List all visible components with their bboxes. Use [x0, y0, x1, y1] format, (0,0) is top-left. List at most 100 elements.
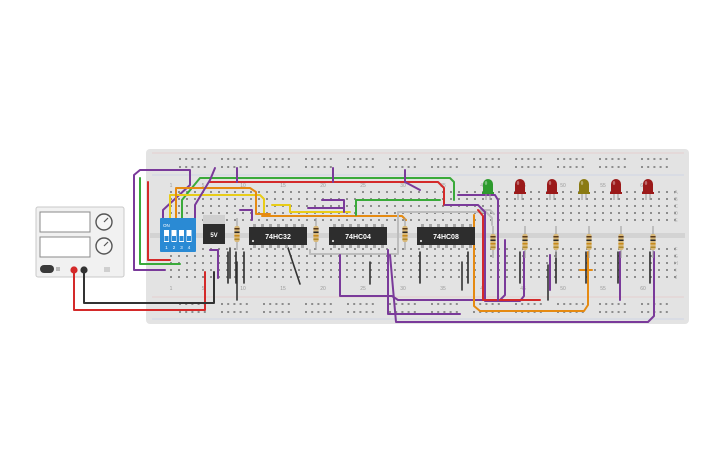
rail-hole — [311, 166, 314, 168]
hole — [234, 276, 236, 278]
hole — [642, 276, 644, 278]
wire-purple-mid2 — [321, 199, 345, 213]
voltage-display — [39, 211, 91, 233]
rail-hole — [437, 311, 440, 313]
hole — [378, 191, 380, 193]
led-highlight — [548, 181, 552, 185]
power-button[interactable] — [40, 265, 54, 273]
rail-hole — [449, 158, 452, 160]
hole — [618, 219, 620, 221]
rail-hole — [485, 303, 488, 305]
hole — [578, 198, 580, 200]
hole — [370, 212, 372, 214]
column-number-top: 5 — [202, 183, 205, 189]
hole — [226, 255, 228, 257]
hole — [242, 205, 244, 207]
hole — [674, 262, 676, 264]
resistor-body — [313, 226, 319, 242]
hole — [234, 248, 236, 250]
wire-red-loop — [477, 209, 541, 301]
wire-purple-loop1 — [339, 239, 506, 301]
chip-pin — [269, 224, 272, 227]
hole — [194, 262, 196, 264]
resistor-band — [586, 236, 592, 238]
hole — [322, 248, 324, 250]
led-rim — [578, 192, 590, 194]
hole — [362, 219, 364, 221]
chip-pin — [429, 245, 432, 248]
hole — [514, 198, 516, 200]
hole — [218, 205, 220, 207]
hole — [378, 262, 380, 264]
hole — [402, 255, 404, 257]
rail-hole — [371, 166, 374, 168]
rail-hole — [221, 311, 223, 313]
hole — [658, 219, 660, 221]
hole — [186, 198, 188, 200]
dip-switch-body — [160, 218, 196, 252]
rail-hole — [245, 166, 248, 168]
hole — [226, 212, 228, 214]
chip-pin — [445, 245, 448, 248]
rail-hole — [317, 166, 320, 168]
hole — [570, 205, 572, 207]
rail-hole — [455, 166, 458, 168]
chip-pin1-dot — [251, 239, 255, 243]
hole — [458, 248, 460, 250]
hole — [226, 269, 228, 271]
hole — [218, 248, 220, 250]
rail-hole — [569, 158, 572, 160]
rail-hole — [623, 166, 626, 168]
hole — [474, 198, 476, 200]
hole — [538, 205, 540, 207]
hole — [394, 262, 396, 264]
resistor-body — [522, 234, 528, 250]
column-number-top: 15 — [280, 183, 286, 189]
hole — [458, 262, 460, 264]
resistor — [618, 226, 624, 258]
hole — [322, 262, 324, 264]
resistor-band — [522, 246, 528, 248]
hole — [242, 255, 244, 257]
rail-hole — [203, 311, 206, 313]
hole — [210, 198, 212, 200]
rail-hole — [659, 158, 662, 160]
rail-hole — [455, 311, 458, 313]
chip-pin — [333, 224, 336, 227]
hole — [226, 198, 228, 200]
hole — [562, 255, 564, 257]
hole — [314, 262, 316, 264]
hole — [202, 255, 204, 257]
resistor-band — [490, 246, 496, 248]
hole — [594, 276, 596, 278]
hole — [242, 198, 244, 200]
hole — [562, 191, 564, 193]
rail-hole — [179, 158, 181, 160]
rail-hole — [473, 166, 475, 168]
wire-purple-loop2 — [387, 249, 461, 315]
hole — [642, 255, 644, 257]
hole — [274, 276, 276, 278]
column-number-top: 10 — [240, 183, 246, 189]
rail-hole — [275, 311, 278, 313]
hole — [194, 191, 196, 193]
rail-hole — [281, 303, 284, 305]
hole — [330, 262, 332, 264]
chip-pin1-dot — [331, 239, 335, 243]
resistor-band — [553, 236, 559, 238]
resistor-band — [586, 239, 592, 241]
rail-hole — [269, 311, 272, 313]
wire-yellow-mid — [271, 204, 351, 213]
rail-hole — [329, 158, 332, 160]
hole — [282, 191, 284, 193]
hole — [402, 191, 404, 193]
resistor-band — [402, 235, 408, 237]
hole — [266, 269, 268, 271]
hole — [522, 198, 524, 200]
wire-purple-loop5 — [457, 194, 499, 301]
hole — [602, 212, 604, 214]
rail-hole — [521, 158, 524, 160]
hole — [642, 248, 644, 250]
